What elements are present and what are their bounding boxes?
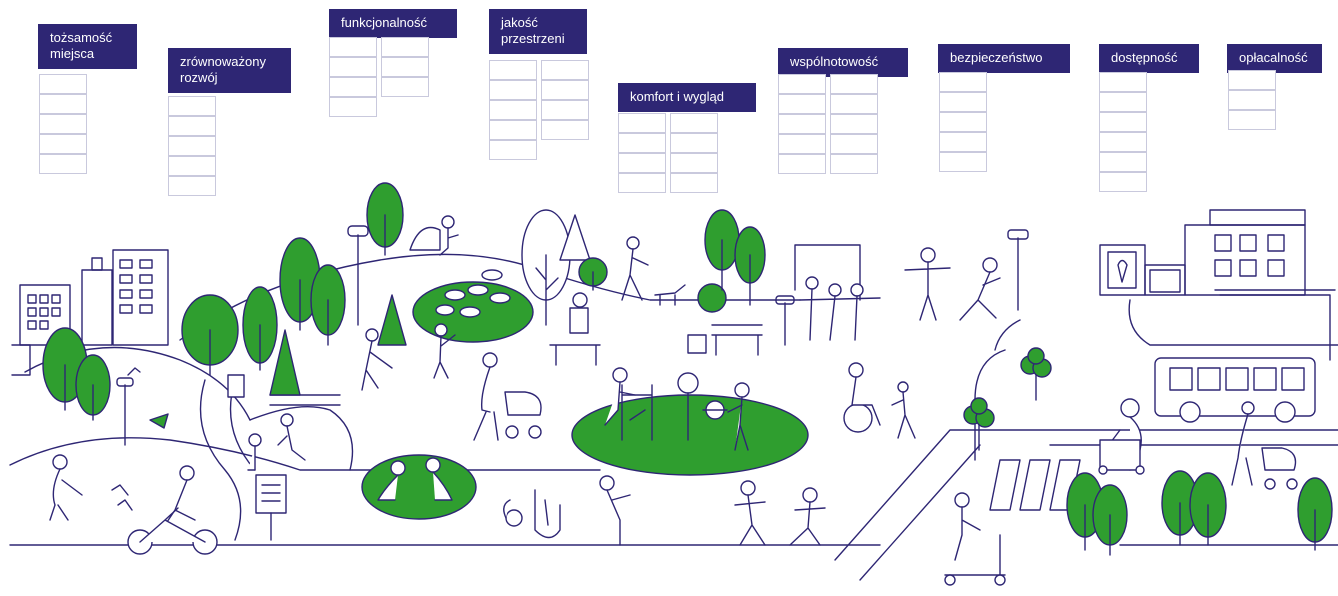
card-slot[interactable] — [1099, 172, 1147, 192]
card-slot[interactable] — [541, 100, 589, 120]
outline-trees — [409, 209, 591, 326]
card-slot[interactable] — [381, 77, 429, 97]
card-slot[interactable] — [939, 92, 987, 112]
card-slot[interactable] — [670, 173, 718, 193]
card-slot[interactable] — [830, 114, 878, 134]
card-slot[interactable] — [541, 80, 589, 100]
card-slot[interactable] — [541, 120, 589, 140]
street-lamps — [116, 225, 1029, 446]
card-slot[interactable] — [489, 100, 537, 120]
path-curve — [199, 379, 242, 541]
card-slots-zrownowazony[interactable] — [168, 96, 216, 196]
card-slot[interactable] — [618, 153, 666, 173]
bus — [1154, 357, 1316, 423]
card-slot[interactable] — [1099, 112, 1147, 132]
card-slot[interactable] — [489, 120, 537, 140]
card-slot[interactable] — [939, 152, 987, 172]
card-slot[interactable] — [1099, 72, 1147, 92]
card-slot[interactable] — [329, 97, 377, 117]
outdoor-gym — [621, 372, 728, 441]
card-slot[interactable] — [618, 173, 666, 193]
card-slot[interactable] — [489, 140, 537, 160]
card-slot[interactable] — [541, 60, 589, 80]
card-slot[interactable] — [1228, 70, 1276, 90]
bus-shelter — [794, 244, 861, 301]
fence-line — [269, 394, 341, 406]
card-slots-tozsamosc[interactable] — [39, 74, 87, 174]
card-slots-oplacalnosc[interactable] — [1228, 70, 1276, 130]
card-slot[interactable] — [329, 37, 377, 57]
card-slot[interactable] — [168, 136, 216, 156]
card-slot[interactable] — [778, 94, 826, 114]
card-slot[interactable] — [939, 112, 987, 132]
hill-outline — [9, 437, 601, 471]
category-label-bezpieczenstwo: bezpieczeństwo — [938, 44, 1070, 73]
card-slot[interactable] — [778, 114, 826, 134]
card-slot[interactable] — [39, 94, 87, 114]
tree-trunks — [64, 214, 1316, 556]
picnic-items — [435, 269, 511, 318]
card-slot[interactable] — [939, 132, 987, 152]
card-slot[interactable] — [670, 133, 718, 153]
card-slot[interactable] — [329, 77, 377, 97]
walkway — [249, 406, 354, 471]
people — [49, 215, 1298, 586]
card-slot[interactable] — [778, 74, 826, 94]
card-slot[interactable] — [329, 57, 377, 77]
card-slot[interactable] — [168, 156, 216, 176]
card-slot[interactable] — [778, 154, 826, 174]
card-slot[interactable] — [1099, 132, 1147, 152]
card-slot[interactable] — [830, 74, 878, 94]
card-slot[interactable] — [1099, 92, 1147, 112]
card-slot[interactable] — [39, 134, 87, 154]
buildings-left — [11, 249, 169, 376]
card-slot[interactable] — [778, 134, 826, 154]
card-slot[interactable] — [618, 133, 666, 153]
card-slots-bezpieczenstwo[interactable] — [939, 72, 987, 172]
card-slot[interactable] — [939, 72, 987, 92]
card-slots-komfort[interactable] — [618, 113, 718, 193]
card-slot[interactable] — [670, 153, 718, 173]
card-slot[interactable] — [39, 114, 87, 134]
category-label-funkcjonalnosc: funkcjonalność — [329, 9, 457, 38]
category-label-jakosc: jakość przestrzeni — [489, 9, 587, 54]
category-label-tozsamosc: tożsamość miejsca — [38, 24, 137, 69]
card-slot[interactable] — [168, 116, 216, 136]
card-slot[interactable] — [381, 37, 429, 57]
card-slot[interactable] — [489, 80, 537, 100]
card-slot[interactable] — [618, 113, 666, 133]
category-label-dostepnosc: dostępność — [1099, 44, 1199, 73]
card-slots-wspolnotowosc[interactable] — [778, 74, 878, 174]
card-slot[interactable] — [168, 96, 216, 116]
card-slot[interactable] — [39, 154, 87, 174]
card-slot[interactable] — [830, 154, 878, 174]
card-slot[interactable] — [830, 94, 878, 114]
furniture — [227, 324, 763, 541]
category-label-oplacalnosc: opłacalność — [1227, 44, 1322, 73]
card-slot[interactable] — [381, 57, 429, 77]
card-slot[interactable] — [1228, 90, 1276, 110]
category-label-komfort: komfort i wygląd — [618, 83, 756, 112]
card-slot[interactable] — [39, 74, 87, 94]
card-slot[interactable] — [830, 134, 878, 154]
card-slots-dostepnosc[interactable] — [1099, 72, 1147, 192]
card-slot[interactable] — [168, 176, 216, 196]
card-slot[interactable] — [670, 113, 718, 133]
card-slot[interactable] — [1228, 110, 1276, 130]
card-slot[interactable] — [1099, 152, 1147, 172]
card-slot[interactable] — [489, 60, 537, 80]
category-label-zrownowazony: zrównoważony rozwój — [168, 48, 291, 93]
road — [834, 299, 1338, 581]
card-slots-funkcjonalnosc[interactable] — [329, 37, 429, 117]
card-slots-jakosc[interactable] — [489, 60, 589, 160]
buildings-right — [1099, 209, 1336, 361]
category-label-wspolnotowosc: wspólnotowość — [778, 48, 908, 77]
